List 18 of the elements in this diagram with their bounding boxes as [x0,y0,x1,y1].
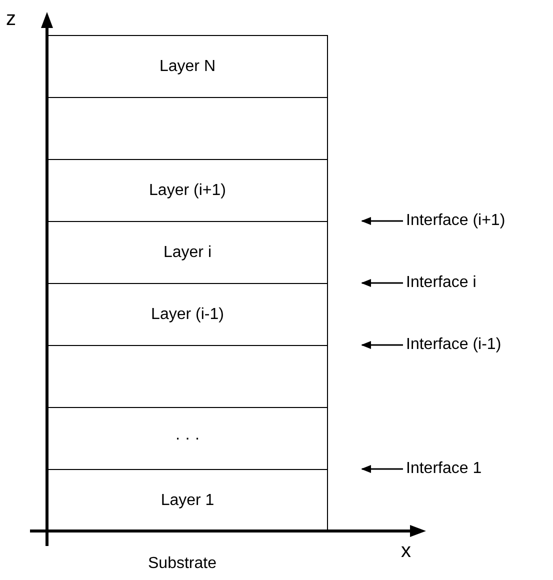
layer-label: · · · [175,430,200,448]
axis-label: z [6,8,16,31]
arrow [361,279,403,287]
interface-label: Interface (i-1) [406,336,502,354]
interface-label: Interface 1 [406,460,482,478]
layer-label: Layer 1 [160,492,214,510]
interface-label: Interface (i+1) [406,212,506,230]
layer-label: Layer i [163,244,212,262]
axis-label: x [401,540,411,563]
interface-label: Interface i [406,274,476,292]
arrow [361,217,403,225]
arrow [361,465,403,473]
layer-label: Layer (i+1) [149,182,226,200]
arrow [361,341,403,349]
layer-label: Layer (i-1) [151,306,224,324]
substrate-label: Substrate [148,555,216,573]
layer-box [47,35,328,98]
layer-label: Layer N [159,58,216,76]
